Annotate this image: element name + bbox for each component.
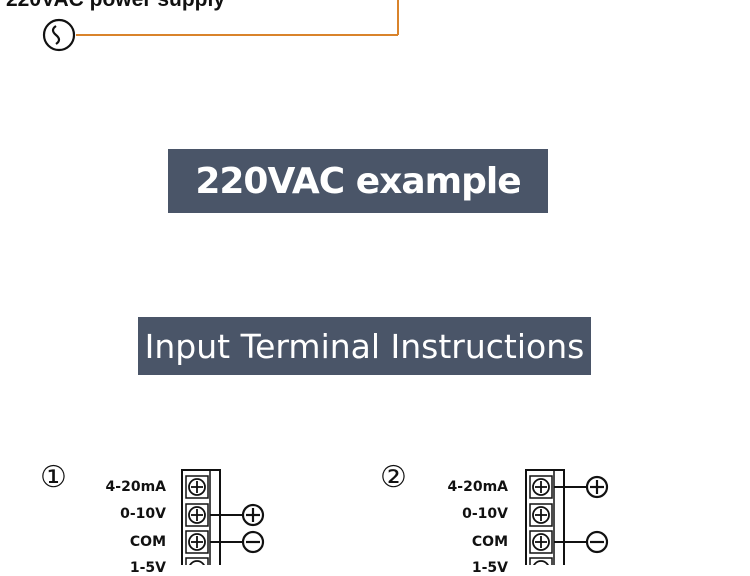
terminal-screw-icon bbox=[185, 475, 209, 499]
terminal-screw-icon bbox=[185, 503, 209, 527]
minus-symbol-icon bbox=[585, 530, 609, 554]
diagram-1-label-1-5v: 1-5V bbox=[129, 560, 166, 576]
plus-symbol-icon bbox=[585, 475, 609, 499]
top-wiring bbox=[42, 0, 399, 52]
plus-symbol-icon bbox=[241, 503, 265, 527]
diagram-2-label-4-20ma: 4-20mA bbox=[447, 479, 508, 495]
diagram-1-label-4-20ma: 4-20mA bbox=[105, 479, 166, 495]
diagram-1-number: ① bbox=[40, 460, 67, 495]
diagram-1-terminal-block bbox=[181, 469, 265, 565]
power-supply-caption: 220VAC power supply bbox=[6, 0, 225, 12]
diagram-2-number: ② bbox=[380, 460, 407, 495]
example-banner: 220VAC example bbox=[168, 149, 548, 213]
diagram-2-terminal-block bbox=[525, 469, 609, 565]
diagram-1-label-0-10v: 0-10V bbox=[120, 506, 166, 522]
diagram-1-label-com: COM bbox=[129, 534, 166, 550]
terminal-screw-icon bbox=[529, 503, 553, 527]
terminal-screw-icon bbox=[529, 530, 553, 554]
instructions-banner: Input Terminal Instructions bbox=[138, 317, 591, 375]
diagram-2-label-0-10v: 0-10V bbox=[462, 506, 508, 522]
minus-symbol-icon bbox=[241, 530, 265, 554]
diagram-2-label-1-5v: 1-5V bbox=[471, 560, 508, 576]
terminal-screw-icon bbox=[185, 530, 209, 554]
terminal-screw-icon bbox=[529, 475, 553, 499]
terminal-screw-icon bbox=[529, 557, 553, 565]
diagram-2-label-com: COM bbox=[471, 534, 508, 550]
terminal-screw-icon bbox=[185, 557, 209, 565]
ac-source-icon bbox=[42, 18, 76, 52]
